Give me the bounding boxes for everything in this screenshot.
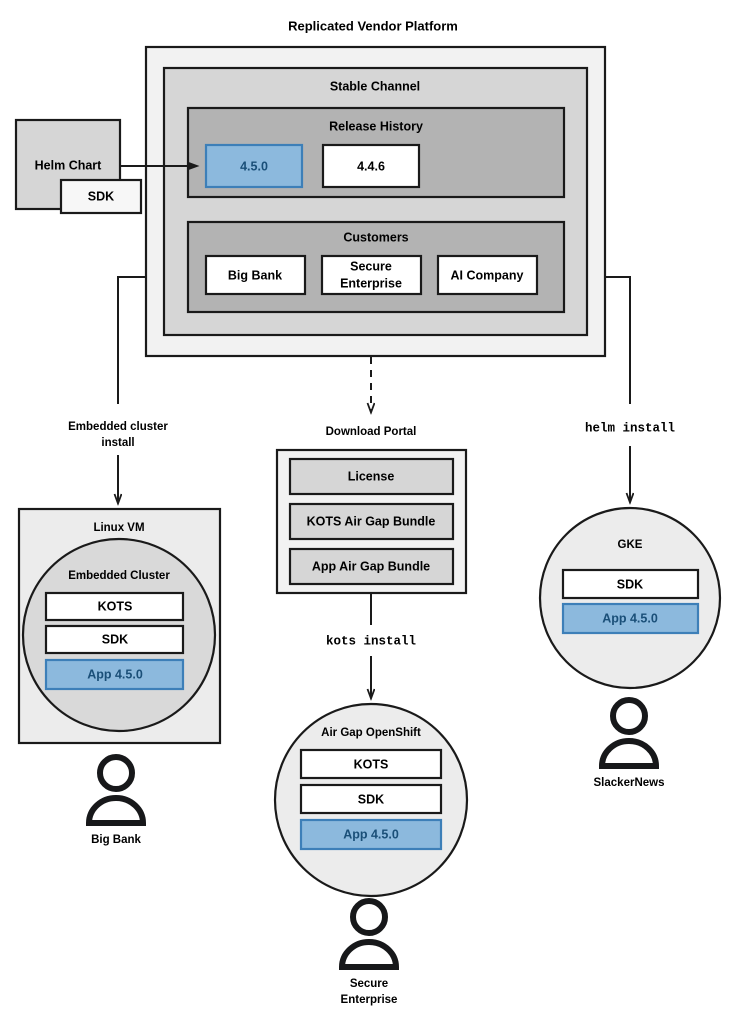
stable-channel-title: Stable Channel (330, 79, 420, 93)
component-kots-linux-vm-label: KOTS (98, 599, 133, 613)
component-app-openshift[interactable] (299, 818, 443, 851)
component-app-linux-vm[interactable] (44, 658, 185, 691)
customer-secure-enterprise-label-1: Secure (350, 259, 392, 273)
customers-title: Customers (343, 230, 408, 244)
customer-ai-company-label: AI Company (451, 268, 524, 282)
component-app-linux-vm-label: App 4.5.0 (87, 667, 143, 681)
customer-ai-company[interactable] (436, 254, 539, 296)
portal-item-app-airgap-bundle-label: App Air Gap Bundle (312, 559, 430, 573)
node-embedded-cluster-label: Embedded Cluster (68, 570, 170, 582)
edge-label-embedded-install-line1: Embedded cluster (68, 421, 168, 433)
customer-big-bank[interactable] (204, 254, 307, 296)
component-sdk-linux-vm-label: SDK (102, 632, 128, 646)
release-item-4-5-0-label: 4.5.0 (240, 159, 268, 173)
component-sdk-openshift-label: SDK (358, 792, 384, 806)
component-sdk-linux-vm[interactable] (44, 624, 185, 655)
edge-label-embedded-install-line2: install (101, 437, 134, 449)
portal-item-app-airgap-bundle[interactable] (288, 547, 455, 586)
release-item-4-5-0[interactable] (204, 143, 304, 189)
component-app-gke[interactable] (561, 602, 700, 635)
portal-item-license-label: License (348, 469, 395, 483)
person-icon-secure-enterprise (338, 898, 400, 970)
component-kots-openshift[interactable] (299, 748, 443, 780)
release-item-4-4-6[interactable] (321, 143, 421, 189)
edge-label-helm-install: helm install (585, 421, 675, 435)
component-sdk-openshift[interactable] (299, 783, 443, 815)
portal-item-kots-airgap-bundle[interactable] (288, 502, 455, 541)
node-airgap-openshift-label: Air Gap OpenShift (321, 727, 421, 739)
helm-chart-sdk-node[interactable] (59, 178, 143, 215)
node-linux-vm-label: Linux VM (93, 522, 144, 534)
customer-label-secure-enterprise-line1: Secure (350, 978, 388, 990)
component-kots-linux-vm[interactable] (44, 591, 185, 622)
person-icon-slackernews (598, 697, 660, 769)
release-history-title: Release History (329, 119, 423, 133)
component-sdk-gke[interactable] (561, 568, 700, 600)
page-title: Replicated Vendor Platform (288, 18, 458, 33)
customer-label-secure-enterprise-line2: Enterprise (341, 994, 398, 1006)
customer-secure-enterprise[interactable] (320, 254, 423, 296)
customer-label-slackernews: SlackerNews (594, 777, 665, 789)
node-gke-label: GKE (618, 539, 643, 551)
customer-secure-enterprise-label-2: Enterprise (340, 276, 402, 290)
helm-chart-label: Helm Chart (35, 158, 103, 172)
person-icon-big-bank (85, 754, 147, 826)
portal-item-license[interactable] (288, 457, 455, 496)
customer-label-big-bank: Big Bank (91, 834, 141, 846)
component-kots-openshift-label: KOTS (354, 757, 389, 771)
portal-item-kots-airgap-bundle-label: KOTS Air Gap Bundle (307, 514, 436, 528)
customer-big-bank-label: Big Bank (228, 268, 282, 282)
download-portal-title: Download Portal (326, 426, 417, 438)
component-app-gke-label: App 4.5.0 (602, 611, 658, 625)
helm-chart-sdk-label: SDK (88, 189, 114, 203)
edge-label-kots-install: kots install (326, 634, 416, 648)
component-sdk-gke-label: SDK (617, 577, 643, 591)
component-app-openshift-label: App 4.5.0 (343, 827, 399, 841)
release-item-4-4-6-label: 4.4.6 (357, 159, 385, 173)
